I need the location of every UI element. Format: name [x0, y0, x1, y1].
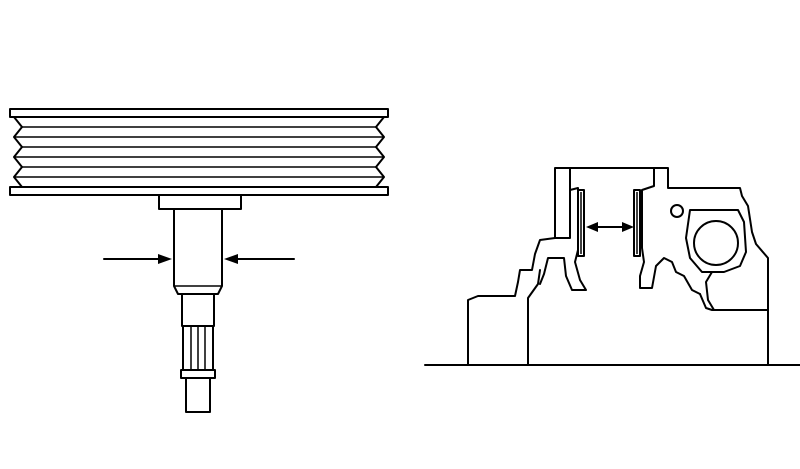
bore-right-wall: [639, 167, 701, 295]
pulley-bottom-flange: [9, 186, 389, 196]
shaft-retaining-ring: [180, 369, 216, 379]
shaft-assembly: [158, 194, 242, 413]
shaft-lower-section: [181, 293, 215, 327]
housing-small-hole: [670, 204, 684, 218]
shaft-measurement-arrows: [103, 254, 295, 264]
bore-measurement-arrow: [586, 222, 634, 232]
pulley-top-flange: [9, 108, 389, 118]
pulley-assembly: [9, 108, 389, 196]
housing-inner-wall: [527, 269, 541, 366]
shaft-journal: [173, 208, 223, 295]
shaft-hub-collar: [158, 194, 242, 210]
housing-outline: [467, 167, 769, 366]
housing-assembly: [424, 167, 800, 366]
shaft-end: [185, 377, 211, 413]
housing-port-boss: [685, 209, 747, 273]
housing-lower-contour: [699, 293, 769, 311]
pulley-grooved-body: [13, 116, 385, 188]
housing-port-bore: [693, 220, 739, 266]
pulley-groove-lines: [14, 126, 384, 178]
bore-left-wall: [539, 187, 587, 291]
spline-lines: [190, 326, 206, 370]
